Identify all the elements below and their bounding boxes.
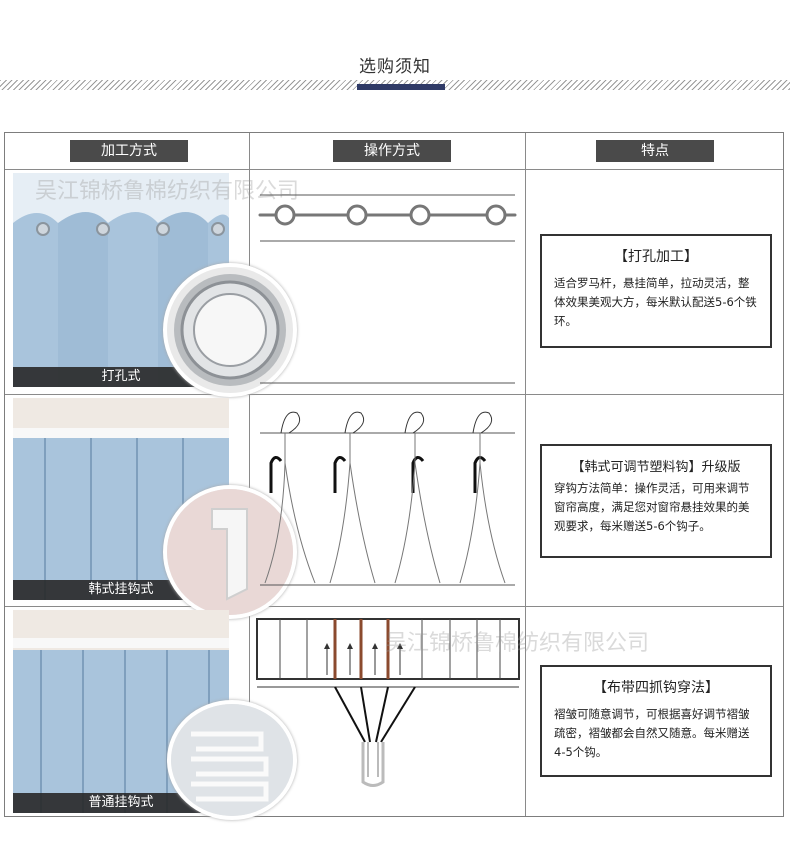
feature-box-korean-hook: 【韩式可调节塑料钩】升级版 穿钩方法简单：操作灵活，可用来调节窗帘高度，满足您对… [540, 444, 772, 558]
photo-label: 普通挂钩式 [13, 793, 229, 813]
watermark: 吴江锦桥鲁棉纺织有限公司 [385, 631, 650, 656]
feature-description: 褶皱可随意调节，可根据喜好调节褶皱疏密，褶皱都会自然又随意。每米赠送4-5个钩。 [554, 707, 750, 759]
row-divider [5, 606, 783, 607]
title-accent-bar [357, 84, 445, 90]
grommet-icon [174, 274, 286, 386]
four-prong-hook-icon [171, 704, 293, 816]
header-features: 特点 [596, 140, 714, 162]
feature-description: 适合罗马杆，悬挂简单，拉动灵活，整体效果美观大方，每米默认配送5-6个铁环。 [554, 276, 757, 328]
four-prong-hook-operation-diagram [256, 618, 520, 787]
row-divider [5, 394, 783, 395]
column-divider [525, 133, 526, 816]
column-divider [249, 133, 250, 816]
header-operation-method: 操作方式 [333, 140, 451, 162]
photo-label: 打孔式 [13, 367, 229, 387]
grommet-ring-closeup [163, 263, 297, 397]
feature-title: 【韩式可调节塑料钩】升级版 [571, 460, 741, 475]
feature-title: 【布带四抓钩穿法】 [593, 680, 719, 696]
four-prong-hook-closeup [167, 700, 297, 820]
feature-description: 穿钩方法简单：操作灵活，可用来调节窗帘高度，满足您对窗帘悬挂效果的美观要求，每米… [554, 481, 750, 533]
header-processing-method: 加工方式 [70, 140, 188, 162]
feature-box-grommet: 【打孔加工】 适合罗马杆，悬挂简单，拉动灵活，整体效果美观大方，每米默认配送5-… [540, 234, 772, 348]
feature-box-four-prong-hook: 【布带四抓钩穿法】 褶皱可随意调节，可根据喜好调节褶皱疏密，褶皱都会自然又随意。… [540, 665, 772, 777]
page-title: 选购须知 [359, 57, 431, 77]
comparison-table: 加工方式 操作方式 特点 打孔式 吴江锦桥鲁棉纺织有限公司 [4, 132, 784, 820]
feature-title: 【打孔加工】 [614, 249, 698, 265]
row-divider [5, 169, 783, 170]
grommet-operation-diagram [258, 194, 517, 384]
watermark: 吴江锦桥鲁棉纺织有限公司 [35, 179, 300, 204]
korean-hook-operation-diagram [260, 411, 515, 586]
plastic-hook-icon [167, 489, 293, 615]
